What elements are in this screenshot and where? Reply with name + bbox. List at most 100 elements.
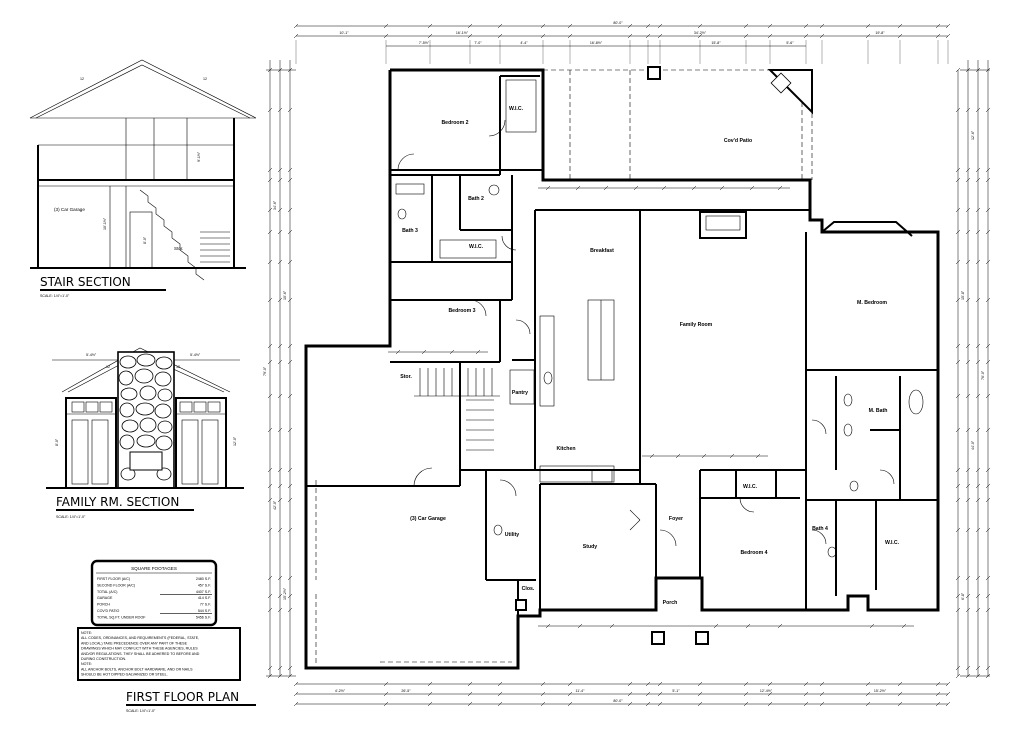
svg-text:15'-8": 15'-8" bbox=[961, 290, 965, 300]
left-width-dim: 26'-5" bbox=[401, 689, 411, 693]
svg-text:42'-0": 42'-0" bbox=[273, 500, 277, 510]
svg-text:9'-1½": 9'-1½" bbox=[197, 151, 201, 162]
room-porch: Porch bbox=[663, 600, 678, 606]
note-line: DURING CONSTRUCTION. bbox=[81, 657, 126, 661]
room-bedroom-3: Bedroom 3 bbox=[448, 308, 475, 314]
sqft-row-value: 457 S.F. bbox=[198, 583, 211, 587]
svg-text:11'-4": 11'-4" bbox=[576, 689, 586, 693]
note-line: ALL ANCHOR BOLTS, ANCHOR BOLT HARDWARE, … bbox=[81, 667, 193, 671]
family-section-drawing: 12 12 5'-4½" 5'-4½" 8'-0" 12'-0" bbox=[46, 347, 244, 489]
sqft-row-value: 5456 S.F. bbox=[196, 615, 211, 619]
svg-text:10'-1": 10'-1" bbox=[339, 31, 349, 35]
room-bath-2: Bath 2 bbox=[468, 196, 484, 202]
note-line: AND LOCAL) TAKE PRECEDENCE OVER ANY PART… bbox=[81, 641, 188, 645]
svg-text:80'-0": 80'-0" bbox=[613, 699, 623, 703]
svg-text:16'-8½": 16'-8½" bbox=[590, 41, 603, 45]
svg-text:4'-2½": 4'-2½" bbox=[335, 689, 346, 693]
svg-text:5'-4½": 5'-4½" bbox=[86, 353, 97, 357]
svg-text:12'-6": 12'-6" bbox=[971, 130, 975, 140]
svg-text:4'-4": 4'-4" bbox=[520, 41, 528, 45]
note-line: ALL CODES, ORDINANCES, AND REQUIREMENTS … bbox=[81, 636, 199, 640]
floor-plan-scale: SCALE: 1/4"=1'-0" bbox=[126, 709, 156, 713]
room-foyer: Foyer bbox=[669, 516, 683, 522]
sqft-row-label: GARAGE bbox=[97, 596, 113, 600]
room-breakfast: Breakfast bbox=[590, 248, 614, 254]
svg-text:15'-2½": 15'-2½" bbox=[874, 689, 887, 693]
floor-plan: 80'-0" 80'-0" 16'-1½" 34'-2½" 19'-8" 10'… bbox=[263, 21, 991, 707]
sqft-row-value: 4407 S.F. bbox=[196, 590, 211, 594]
svg-text:10'-1½": 10'-1½" bbox=[103, 217, 107, 230]
svg-text:8'-0": 8'-0" bbox=[55, 438, 59, 446]
right-width-dim: 34'-2½" bbox=[694, 31, 707, 35]
note-line: NOTE: bbox=[81, 662, 92, 666]
svg-text:5'-1": 5'-1" bbox=[672, 689, 680, 693]
svg-text:44'-0": 44'-0" bbox=[971, 440, 975, 450]
family-section-title: FAMILY RM. SECTION bbox=[56, 495, 179, 509]
note-line: NOTE: bbox=[81, 631, 92, 635]
sqft-title: SQUARE FOOTAGES bbox=[131, 566, 177, 571]
svg-text:5'-6": 5'-6" bbox=[786, 41, 794, 45]
svg-text:12'-4½": 12'-4½" bbox=[760, 689, 773, 693]
sqft-row-value: 544 S.F. bbox=[198, 609, 211, 613]
svg-text:12: 12 bbox=[106, 365, 110, 369]
room-wic-master: W.I.C. bbox=[885, 540, 900, 546]
svg-text:79'-0": 79'-0" bbox=[263, 366, 267, 376]
section-garage-label: (3) Car Garage bbox=[54, 207, 85, 212]
svg-text:6'-8": 6'-8" bbox=[961, 592, 965, 600]
sqft-row-value: 77 S.F. bbox=[200, 603, 211, 607]
floor-plan-title: FIRST FLOOR PLAN bbox=[126, 690, 239, 704]
sqft-row-label: PORCH bbox=[97, 603, 110, 607]
room-m-bath: M. Bath bbox=[869, 408, 888, 414]
svg-text:5'-4½": 5'-4½" bbox=[190, 353, 201, 357]
stair-section-scale: SCALE: 1/4"=1'-0" bbox=[40, 294, 70, 298]
room-clos: Clos. bbox=[522, 586, 535, 592]
svg-text:15'-2½": 15'-2½" bbox=[283, 587, 287, 600]
svg-text:15'-8": 15'-8" bbox=[711, 41, 721, 45]
room-garage: (3) Car Garage bbox=[410, 516, 446, 522]
room-utility: Utility bbox=[505, 532, 520, 538]
svg-text:34'-6": 34'-6" bbox=[273, 200, 277, 210]
room-wic-bath: W.I.C. bbox=[469, 244, 484, 250]
room-wic-bed2: W.I.C. bbox=[509, 106, 524, 112]
room-kitchen: Kitchen bbox=[556, 446, 575, 452]
square-footage-table: SQUARE FOOTAGES FIRST FLOOR (A/C) 2480 S.… bbox=[90, 559, 218, 627]
svg-text:10'-6": 10'-6" bbox=[283, 290, 287, 300]
far-right-dim: 19'-8" bbox=[875, 31, 885, 35]
family-section-scale: SCALE: 1/4"=1'-0" bbox=[56, 515, 86, 519]
room-family-room: Family Room bbox=[680, 322, 713, 328]
room-bath-3: Bath 3 bbox=[402, 228, 418, 234]
sqft-row-label: COV'D PATIO bbox=[97, 609, 120, 613]
overall-width-dim: 80'-0" bbox=[613, 21, 623, 25]
sqft-row-value: 414 S.F. bbox=[198, 596, 211, 600]
room-bedroom-2: Bedroom 2 bbox=[441, 120, 468, 126]
sqft-row-label: TOTAL (A/C) bbox=[97, 590, 118, 594]
room-bath-4: Bath 4 bbox=[812, 526, 828, 532]
room-bedroom-4: Bedroom 4 bbox=[740, 550, 767, 556]
svg-text:12: 12 bbox=[203, 77, 207, 81]
section-stor-label: Stor. bbox=[174, 246, 183, 251]
svg-text:16'-1½": 16'-1½" bbox=[456, 31, 469, 35]
room-stor: Stor. bbox=[400, 374, 412, 380]
room-study: Study bbox=[583, 544, 598, 550]
svg-text:7'-0": 7'-0" bbox=[474, 41, 482, 45]
sqft-row-label: TOTAL SQ.FT. UNDER ROOF bbox=[97, 615, 146, 619]
note-line: DRAWINGS WHICH MAY CONFLICT WITH THESE A… bbox=[81, 647, 198, 651]
svg-text:12: 12 bbox=[80, 77, 84, 81]
note-line: AND/OR REGULATIONS. THEY SHALL BE ADHERE… bbox=[81, 652, 200, 656]
sqft-row-value: 2480 S.F. bbox=[196, 577, 211, 581]
sqft-row-label: FIRST FLOOR (A/C) bbox=[97, 577, 130, 581]
sqft-row-label: SECOND FLOOR (A/C) bbox=[97, 583, 135, 587]
room-wic-bed4: W.I.C. bbox=[743, 484, 758, 490]
room-m-bedroom: M. Bedroom bbox=[857, 300, 887, 306]
construction-notes: NOTE:ALL CODES, ORDINANCES, AND REQUIREM… bbox=[77, 627, 241, 681]
room-pantry: Pantry bbox=[512, 390, 528, 396]
stair-section-drawing: 12 12 9'-1½" 10'-1½" 8'-0" (3) Car Garag… bbox=[29, 59, 257, 281]
svg-text:12: 12 bbox=[176, 365, 180, 369]
note-line: SHOULD BE HOT DIPPED GALVANIZED OR STEEL… bbox=[81, 673, 168, 677]
svg-text:8'-0": 8'-0" bbox=[143, 236, 147, 244]
svg-text:7'-5½": 7'-5½" bbox=[419, 41, 430, 45]
svg-text:76'-0": 76'-0" bbox=[981, 370, 985, 380]
stair-section-title: STAIR SECTION bbox=[40, 275, 131, 289]
room-covd-patio: Cov'd Patio bbox=[724, 138, 752, 144]
